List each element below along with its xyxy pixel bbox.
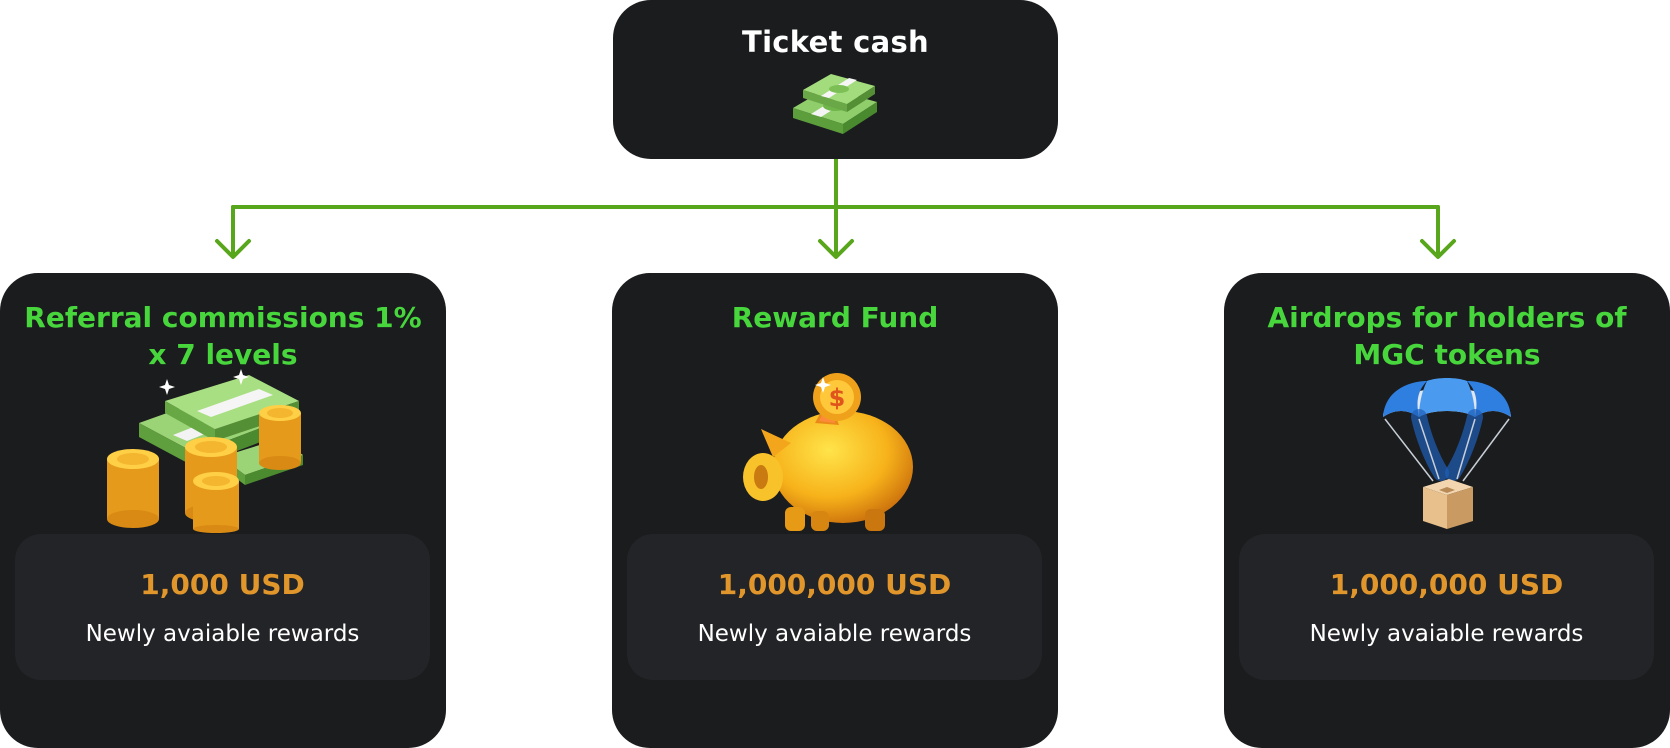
reward-fund-card: Reward Fund $ 1,000,000 USD Newly avaiab… — [612, 273, 1058, 748]
reward-amount: 1,000,000 USD — [1329, 568, 1564, 601]
cash-stack-icon — [793, 74, 877, 134]
ticket-cash-box: Ticket cash — [613, 0, 1058, 159]
reward-caption: Newly avaiable rewards — [85, 621, 360, 647]
arrow-middle-head — [818, 239, 854, 259]
arrow-right-head — [1420, 239, 1456, 259]
parachute-airdrop-icon — [1383, 378, 1511, 529]
reward-caption: Newly avaiable rewards — [1309, 621, 1584, 647]
piggy-bank-icon: $ — [743, 373, 913, 531]
svg-text:$: $ — [829, 384, 846, 412]
reward-panel: 1,000,000 USD Newly avaiable rewards — [627, 534, 1042, 680]
ticket-cash-title: Ticket cash — [741, 25, 929, 59]
reward-caption: Newly avaiable rewards — [697, 621, 972, 647]
reward-amount: 1,000 USD — [140, 568, 305, 601]
card-title: Reward Fund — [731, 301, 939, 334]
card-title: Referral commissions 1% x 7 levels — [24, 301, 422, 371]
reward-panel: 1,000,000 USD Newly avaiable rewards — [1239, 534, 1654, 680]
money-and-coins-icon — [107, 369, 303, 533]
reward-amount: 1,000,000 USD — [717, 568, 952, 601]
arrow-left-head — [215, 239, 251, 259]
referral-commissions-card: Referral commissions 1% x 7 levels — [0, 273, 446, 748]
card-title: Airdrops for holders of MGC tokens — [1267, 301, 1627, 371]
airdrops-card: Airdrops for holders of MGC tokens 1,000… — [1224, 273, 1670, 748]
reward-panel: 1,000 USD Newly avaiable rewards — [15, 534, 430, 680]
